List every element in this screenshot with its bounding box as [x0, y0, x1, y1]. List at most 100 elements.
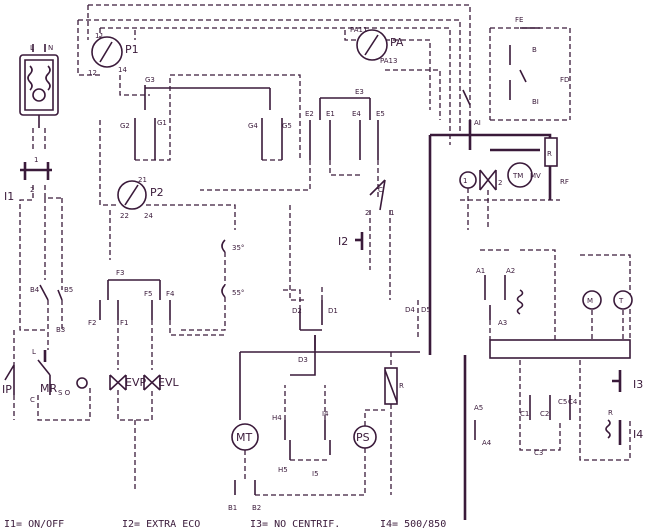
svg-text:B4: B4: [30, 286, 40, 294]
svg-text:A4: A4: [482, 439, 492, 447]
svg-text:EVL: EVL: [158, 376, 179, 389]
svg-text:2: 2: [498, 179, 502, 187]
svg-text:L: L: [32, 348, 36, 356]
door-lock-mr: IP MR L C S O: [2, 330, 91, 421]
legend-i2: I2= EXTRA ECO: [122, 519, 200, 530]
svg-text:C4: C4: [568, 398, 578, 406]
svg-text:H4: H4: [272, 414, 282, 422]
svg-text:E1: E1: [326, 110, 335, 118]
svg-text:S O: S O: [58, 389, 71, 397]
svg-text:F4: F4: [166, 290, 175, 298]
contacts-f: F3 F2 F1 F5 F4: [88, 269, 225, 370]
svg-text:MR: MR: [40, 382, 57, 395]
svg-text:D5: D5: [421, 306, 431, 314]
svg-text:MV: MV: [530, 172, 541, 180]
svg-text:D2: D2: [292, 307, 302, 315]
svg-text:A1: A1: [476, 267, 485, 275]
legend-i3: I3= NO CENTRIF.: [250, 519, 340, 530]
svg-text:2: 2: [365, 209, 369, 217]
svg-text:B1: B1: [228, 504, 237, 512]
svg-text:MT: MT: [236, 431, 252, 444]
legend-i1: I1= ON/OFF: [4, 519, 64, 530]
svg-text:B3: B3: [56, 326, 65, 334]
svg-text:I4: I4: [633, 428, 643, 441]
svg-text:B: B: [532, 46, 537, 54]
svg-text:E5: E5: [376, 110, 385, 118]
svg-text:1: 1: [34, 156, 38, 164]
svg-text:F5: F5: [144, 290, 152, 298]
svg-text:I1: I1: [4, 190, 14, 203]
top-wiring: [77, 4, 471, 145]
svg-text:12: 12: [88, 69, 97, 77]
svg-text:EVP: EVP: [125, 376, 146, 389]
svg-text:C: C: [378, 186, 383, 194]
svg-text:E2: E2: [305, 110, 314, 118]
contacts-g: G3 G2 G1 G4 G5: [120, 74, 301, 161]
svg-text:RF: RF: [560, 178, 569, 186]
svg-text:C5: C5: [558, 398, 567, 406]
svg-text:22: 22: [120, 212, 129, 220]
left-wiring: B4 B5 B3: [19, 198, 73, 350]
svg-text:C3: C3: [534, 449, 543, 457]
svg-text:BI: BI: [532, 98, 539, 106]
svg-text:R: R: [547, 150, 552, 158]
svg-text:L: L: [30, 44, 34, 52]
svg-text:PA: PA: [390, 36, 404, 49]
svg-text:IP: IP: [2, 383, 12, 396]
svg-text:PA13: PA13: [380, 57, 397, 65]
svg-text:21: 21: [138, 176, 147, 184]
svg-text:R: R: [608, 409, 613, 417]
svg-text:FD: FD: [560, 76, 569, 84]
legend: I1= ON/OFF I2= EXTRA ECO I3= NO CENTRIF.…: [4, 519, 446, 530]
svg-text:2: 2: [30, 186, 34, 194]
svg-text:14: 14: [118, 66, 127, 74]
svg-text:1: 1: [463, 177, 467, 185]
svg-text:FE: FE: [515, 16, 523, 24]
svg-text:AI: AI: [474, 119, 481, 127]
contacts-c: C1 C2 C5 C4 C3: [519, 360, 631, 461]
filters-fe-fd: FE FD B BI: [489, 16, 571, 121]
svg-text:E4: E4: [352, 110, 361, 118]
svg-text:F2: F2: [88, 319, 96, 327]
svg-text:G5: G5: [282, 122, 292, 130]
svg-text:TM: TM: [512, 172, 523, 180]
svg-text:I2: I2: [338, 235, 348, 248]
switch-i1: I1 1 2: [4, 128, 62, 270]
svg-text:24: 24: [144, 212, 153, 220]
legend-i4: I4= 500/850: [380, 519, 446, 530]
svg-text:55°: 55°: [232, 289, 244, 297]
svg-text:D3: D3: [298, 356, 308, 364]
contacts-e: E3 E2 E1 E4 E5: [200, 88, 385, 200]
switches-i3-i4: I3 I4 R: [605, 370, 643, 445]
svg-text:PS: PS: [356, 431, 370, 444]
svg-text:PA11: PA11: [350, 26, 367, 34]
svg-text:C: C: [30, 396, 35, 404]
selector-c: C 2 1: [365, 179, 394, 300]
svg-text:35°: 35°: [232, 244, 244, 252]
contacts-a: A1 A2 A3 A5 A4: [474, 249, 515, 447]
svg-text:A2: A2: [506, 267, 515, 275]
valves: EVP EVL: [109, 374, 179, 490]
svg-text:G1: G1: [157, 119, 167, 127]
svg-text:C2: C2: [540, 410, 549, 418]
svg-text:B5: B5: [64, 286, 73, 294]
terminal-strip: M T: [489, 249, 633, 359]
programmer-p2: P2 21 22 24: [99, 120, 236, 260]
svg-text:11: 11: [95, 32, 104, 40]
switch-i2: I2: [338, 232, 364, 250]
svg-text:D1: D1: [328, 307, 338, 315]
svg-text:G4: G4: [248, 122, 258, 130]
svg-text:C1: C1: [520, 410, 529, 418]
svg-text:A5: A5: [474, 404, 483, 412]
svg-text:E3: E3: [355, 88, 364, 96]
svg-text:M: M: [587, 297, 593, 305]
contacts-d: D2 D1 D3 D4 D5: [239, 205, 431, 420]
svg-text:F1: F1: [120, 319, 128, 327]
pressure-switch-pa: PA PA11 PA13: [350, 26, 404, 65]
svg-text:T: T: [618, 297, 624, 305]
svg-text:P2: P2: [150, 186, 164, 199]
svg-text:1: 1: [390, 209, 394, 217]
svg-text:H5: H5: [278, 466, 288, 474]
svg-text:D4: D4: [405, 306, 415, 314]
